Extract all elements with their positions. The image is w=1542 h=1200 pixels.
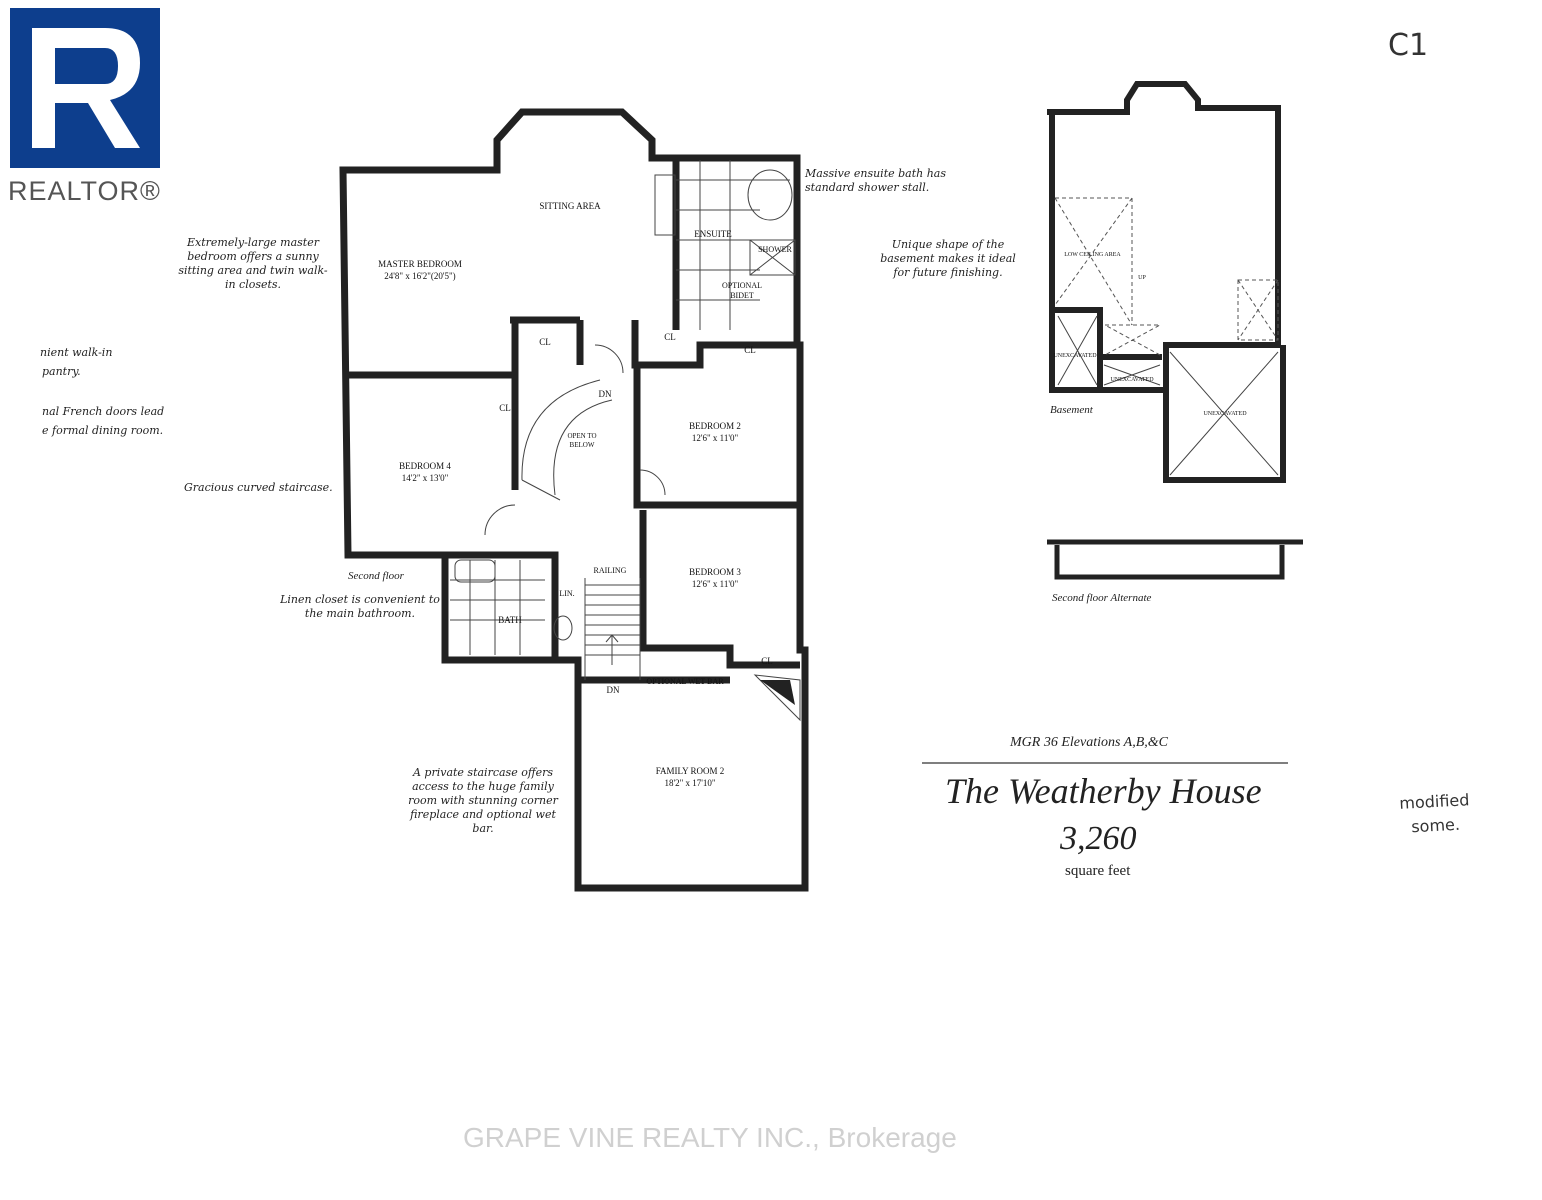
square-feet-label: square feet [1065, 863, 1131, 879]
model-elevations: MGR 36 Elevations A,B,&C [1010, 735, 1168, 750]
open-to-below-label: OPEN TO BELOW [567, 432, 597, 449]
family-room2-dims: 18'2" x 17'10" [664, 778, 716, 788]
unexcavated-label: UNEXCAVATED [1110, 377, 1154, 383]
linen-label: LIN. [559, 589, 575, 598]
closet-label: CL [539, 337, 551, 347]
note-pantry-2: pantry. [42, 365, 81, 378]
closet-label: CL [744, 345, 756, 355]
note-staircase: Gracious curved staircase. [184, 481, 333, 494]
note-master: Extremely-large master bedroom offers a … [178, 236, 328, 291]
realtor-logo-mark [10, 8, 160, 168]
optional-wet-bar-label: OPTIONAL WET BAR [646, 677, 724, 686]
note-basement: Unique shape of the basement makes it id… [880, 238, 1016, 279]
basement-caption: Basement [1050, 404, 1093, 416]
bedroom2-label: BEDROOM 2 [689, 421, 741, 431]
bedroom4-label: BEDROOM 4 [399, 461, 451, 471]
ensuite-label: ENSUITE [694, 229, 732, 239]
realtor-logo: REALTOR® [8, 8, 160, 206]
unexcavated-label: UNEXCAVATED [1053, 353, 1097, 359]
house-name: The Weatherby House [945, 771, 1262, 811]
stair-down-label: DN [598, 389, 612, 399]
bedroom2-dims: 12'6" x 11'0" [691, 433, 739, 443]
stair-down-label: DN [606, 685, 620, 695]
closet-label: CL [499, 403, 511, 413]
up-label: UP [1138, 275, 1146, 281]
optional-bidet-label: OPTIONAL BIDET [722, 281, 762, 300]
family-room2-label: FAMILY ROOM 2 [655, 766, 725, 776]
closet-label: CL [664, 332, 676, 342]
closet-label: CL [761, 656, 773, 666]
bedroom4-dims: 14'2" x 13'0" [401, 473, 449, 483]
corner-mark: C1 [1388, 28, 1429, 63]
bath-label: BATH [498, 615, 522, 625]
note-french-2: e formal dining room. [42, 424, 164, 437]
square-feet-value: 3,260 [1060, 820, 1137, 857]
master-bedroom-label: MASTER BEDROOM [378, 259, 462, 269]
sitting-area-label: SITTING AREA [539, 201, 601, 211]
second-floor-caption: Second floor [348, 570, 404, 582]
second-floor-walls [339, 108, 809, 892]
note-pantry-1: nient walk-in [40, 346, 113, 359]
low-ceiling-label: LOW CEILING AREA [1064, 252, 1121, 258]
basement-walls [1047, 81, 1286, 483]
realtor-logo-text: REALTOR® [8, 176, 161, 206]
note-private-staircase: A private staircase offers access to the… [408, 766, 558, 835]
second-floor-alternate-walls [1047, 539, 1303, 580]
second-floor-details [450, 160, 801, 722]
bedroom3-label: BEDROOM 3 [689, 567, 741, 577]
brokerage-watermark: GRAPE VINE REALTY INC., Brokerage [463, 1122, 957, 1153]
unexcavated-label: UNEXCAVATED [1203, 411, 1247, 417]
shower-label: SHOWER [758, 245, 792, 254]
railing-label: RAILING [593, 566, 627, 575]
bedroom3-dims: 12'6" x 11'0" [691, 579, 739, 589]
master-bedroom-dims: 24'8" x 16'2"(20'5") [384, 271, 456, 281]
note-linen: Linen closet is convenient to the main b… [280, 593, 440, 620]
second-floor-alternate-caption: Second floor Alternate [1052, 592, 1152, 604]
handwritten-note: modified some. [1398, 790, 1470, 837]
note-ensuite: Massive ensuite bath has standard shower… [805, 167, 947, 194]
note-french-1: nal French doors lead [42, 405, 165, 418]
